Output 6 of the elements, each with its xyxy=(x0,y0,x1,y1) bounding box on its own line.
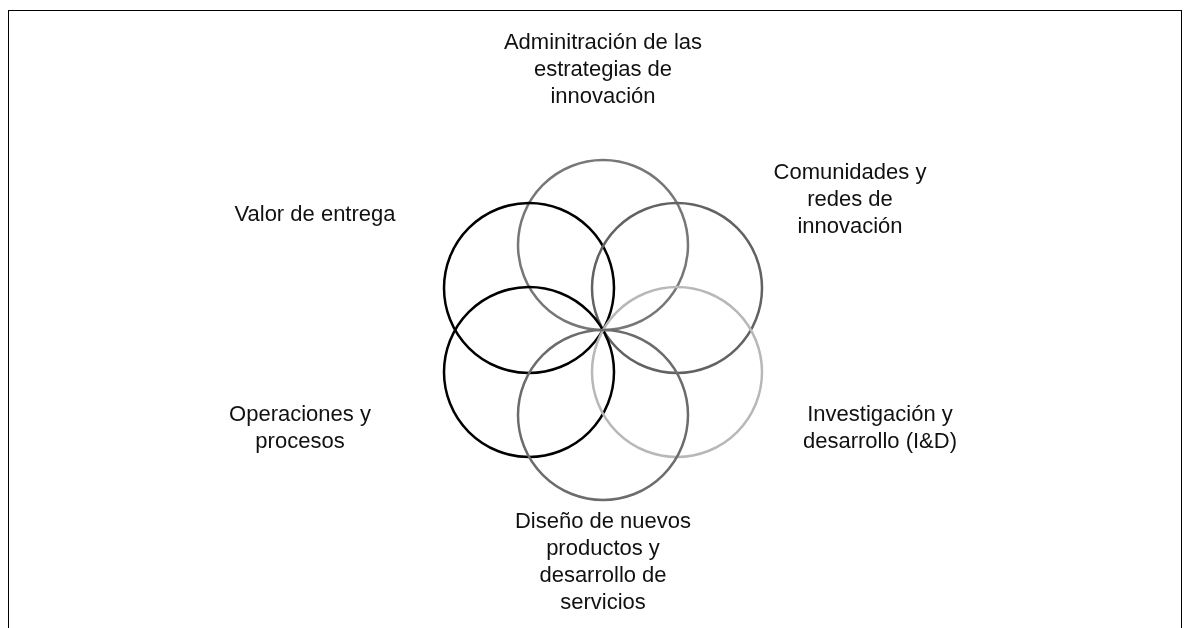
circle-label: Adminitración de las estrategias de innovación xyxy=(502,28,704,109)
circle-label: Operaciones y procesos xyxy=(228,400,372,454)
circle-label: Comunidades y redes de innovación xyxy=(772,158,928,239)
circle-label: Investigación y desarrollo (I&D) xyxy=(801,400,958,454)
circle-label: Diseño de nuevos productos y desarrollo de servicios xyxy=(513,507,693,615)
circle-label: Valor de entrega xyxy=(233,200,397,227)
